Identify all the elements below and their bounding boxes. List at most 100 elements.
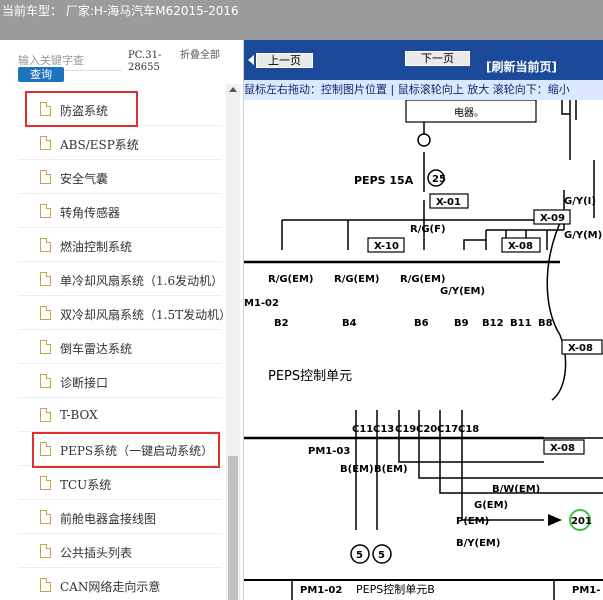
refresh-page-button[interactable]: [刷新当前页]: [486, 60, 557, 74]
file-icon: [40, 408, 51, 422]
pin-label: C18: [458, 424, 479, 435]
pin-label: B2: [274, 318, 289, 329]
tree-item[interactable]: 燃油控制系统: [18, 231, 222, 262]
fuse-number: 25: [432, 174, 446, 185]
file-icon: [40, 544, 51, 558]
tree-item-label: 倒车雷达系统: [60, 342, 133, 356]
file-icon: [40, 510, 51, 524]
pin-label: B4: [342, 318, 357, 329]
appliance-label: 电器。: [454, 106, 484, 119]
wire-label: R/G(EM): [334, 274, 379, 285]
unit-label: PEPS控制单元: [268, 369, 352, 384]
tree-item[interactable]: PEPS系统（一键启动系统）: [18, 435, 222, 466]
tree-item[interactable]: 单冷却风扇系统（1.6发动机）: [18, 265, 223, 296]
arrow-left-icon[interactable]: [248, 55, 254, 65]
tree-item-label: 前舱电器盒接线图: [60, 512, 157, 526]
pin-label: C17: [437, 424, 458, 435]
tree-item[interactable]: ABS/ESP系统: [18, 129, 222, 160]
wire-label: P(EM): [456, 516, 489, 527]
wire-label: G(EM): [474, 500, 508, 511]
file-icon: [40, 204, 51, 218]
tree-item-label: CAN网络走向示意: [60, 580, 161, 594]
tree-item[interactable]: 倒车雷达系统: [18, 333, 222, 364]
wire-label: B(EM): [374, 464, 408, 475]
diagram-viewer: 上一页 下一页 [刷新当前页] 鼠标左右拖动：控制图片位置 | 鼠标滚轮向上 放…: [244, 40, 603, 600]
highlight-anti-theft: [25, 91, 138, 127]
wire-label: R/G(F): [410, 224, 446, 235]
destination-label: 201: [571, 516, 592, 527]
connector-label: X-09: [540, 213, 565, 224]
tree-item[interactable]: 安全气囊: [18, 163, 222, 194]
tree-item-label: PEPS系统（一键启动系统）: [60, 444, 214, 458]
pin-label: C20: [416, 424, 437, 435]
vehicle-title: 当前车型： 厂家:H-海马汽车M62015-2016: [2, 4, 239, 18]
tree-item-label: 诊断接口: [60, 376, 109, 390]
title-bar: 当前车型： 厂家:H-海马汽车M62015-2016: [0, 0, 603, 40]
document-code: PC.31-28655: [128, 50, 162, 73]
next-page-button[interactable]: 下一页: [405, 51, 470, 66]
tree-item-label: 双冷却风扇系统（1.5T发动机）: [60, 308, 230, 322]
usage-hint: 鼠标左右拖动：控制图片位置 | 鼠标滚轮向上 放大 滚轮向下：缩小: [244, 80, 603, 100]
file-icon: [40, 374, 51, 388]
search-input[interactable]: 输入关键字查: [18, 52, 122, 71]
connector-label: X-08: [550, 443, 575, 454]
wire-label: G/Y(M): [564, 230, 602, 241]
pin-label: B12: [482, 318, 504, 329]
wire-label: R/G(EM): [400, 274, 445, 285]
file-icon: [40, 136, 51, 150]
tree-item[interactable]: TCU系统: [18, 469, 222, 500]
pin-label: B6: [414, 318, 429, 329]
viewer-toolbar: 上一页 下一页 [刷新当前页]: [244, 40, 603, 80]
tree-item-label: 公共插头列表: [60, 546, 133, 560]
file-icon: [40, 102, 51, 116]
tree-item-label: ABS/ESP系统: [60, 138, 139, 152]
file-icon: [40, 170, 51, 184]
wire-label: G/Y(I): [564, 196, 596, 207]
tree-item[interactable]: 诊断接口: [18, 367, 222, 398]
wire-label: B/Y(EM): [456, 538, 500, 549]
file-icon: [40, 272, 51, 286]
pin-label: C13: [373, 424, 394, 435]
pin-label: B11: [510, 318, 532, 329]
harness-label: M1-02: [244, 298, 279, 309]
tree-item[interactable]: 公共插头列表: [18, 537, 222, 568]
tree-item[interactable]: 转角传感器: [18, 197, 222, 228]
connector-label: X-10: [374, 241, 399, 252]
search-button[interactable]: 查询: [18, 67, 64, 82]
pin-label: C19: [395, 424, 416, 435]
wire-label: B/W(EM): [492, 484, 540, 495]
tree-item[interactable]: CAN网络走向示意: [18, 571, 222, 600]
unit-b-label: PEPS控制单元B: [356, 582, 435, 596]
collapse-all-link[interactable]: 折叠全部: [180, 50, 220, 61]
prev-page-button[interactable]: 上一页: [256, 53, 313, 68]
pin-label: B9: [454, 318, 469, 329]
tree-item[interactable]: 双冷却风扇系统（1.5T发动机）: [18, 299, 230, 330]
file-icon: [40, 306, 51, 320]
tree-item-label: 转角传感器: [60, 206, 121, 220]
connector-label: X-08: [508, 241, 533, 252]
tree-item-label: 防盗系统: [60, 104, 109, 118]
tree-item-label: TCU系统: [60, 478, 112, 492]
harness-label: PM1-03: [308, 446, 350, 457]
ground-point: 5: [356, 550, 363, 561]
pin-label: C11: [352, 424, 373, 435]
file-icon: [40, 340, 51, 354]
file-icon: [40, 442, 51, 456]
wire-label: B(EM): [340, 464, 374, 475]
connector-label: X-01: [436, 197, 461, 208]
tree-item-label: 燃油控制系统: [60, 240, 133, 254]
wiring-diagram[interactable]: PEPS 15A 25 电器。 X-01 X-09 X-10 X-08 X-08…: [244, 100, 603, 600]
left-panel: 输入关键字查 查询 PC.31-28655 折叠全部 防盗系统 ABS/ESP系…: [0, 40, 244, 600]
tree-item[interactable]: T-BOX: [18, 401, 222, 432]
connector-label: X-08: [568, 343, 593, 354]
tree-item-label: 单冷却风扇系统（1.6发动机）: [60, 274, 224, 288]
tree-item[interactable]: 前舱电器盒接线图: [18, 503, 222, 534]
scrollbar-thumb[interactable]: [228, 456, 238, 600]
file-icon: [40, 578, 51, 592]
tree-scrollbar[interactable]: [226, 84, 240, 600]
ground-point: 5: [378, 550, 385, 561]
scroll-up-icon[interactable]: [229, 87, 237, 92]
wire-label: G/Y(EM): [440, 286, 485, 297]
pin-label: B8: [538, 318, 553, 329]
file-icon: [40, 476, 51, 490]
